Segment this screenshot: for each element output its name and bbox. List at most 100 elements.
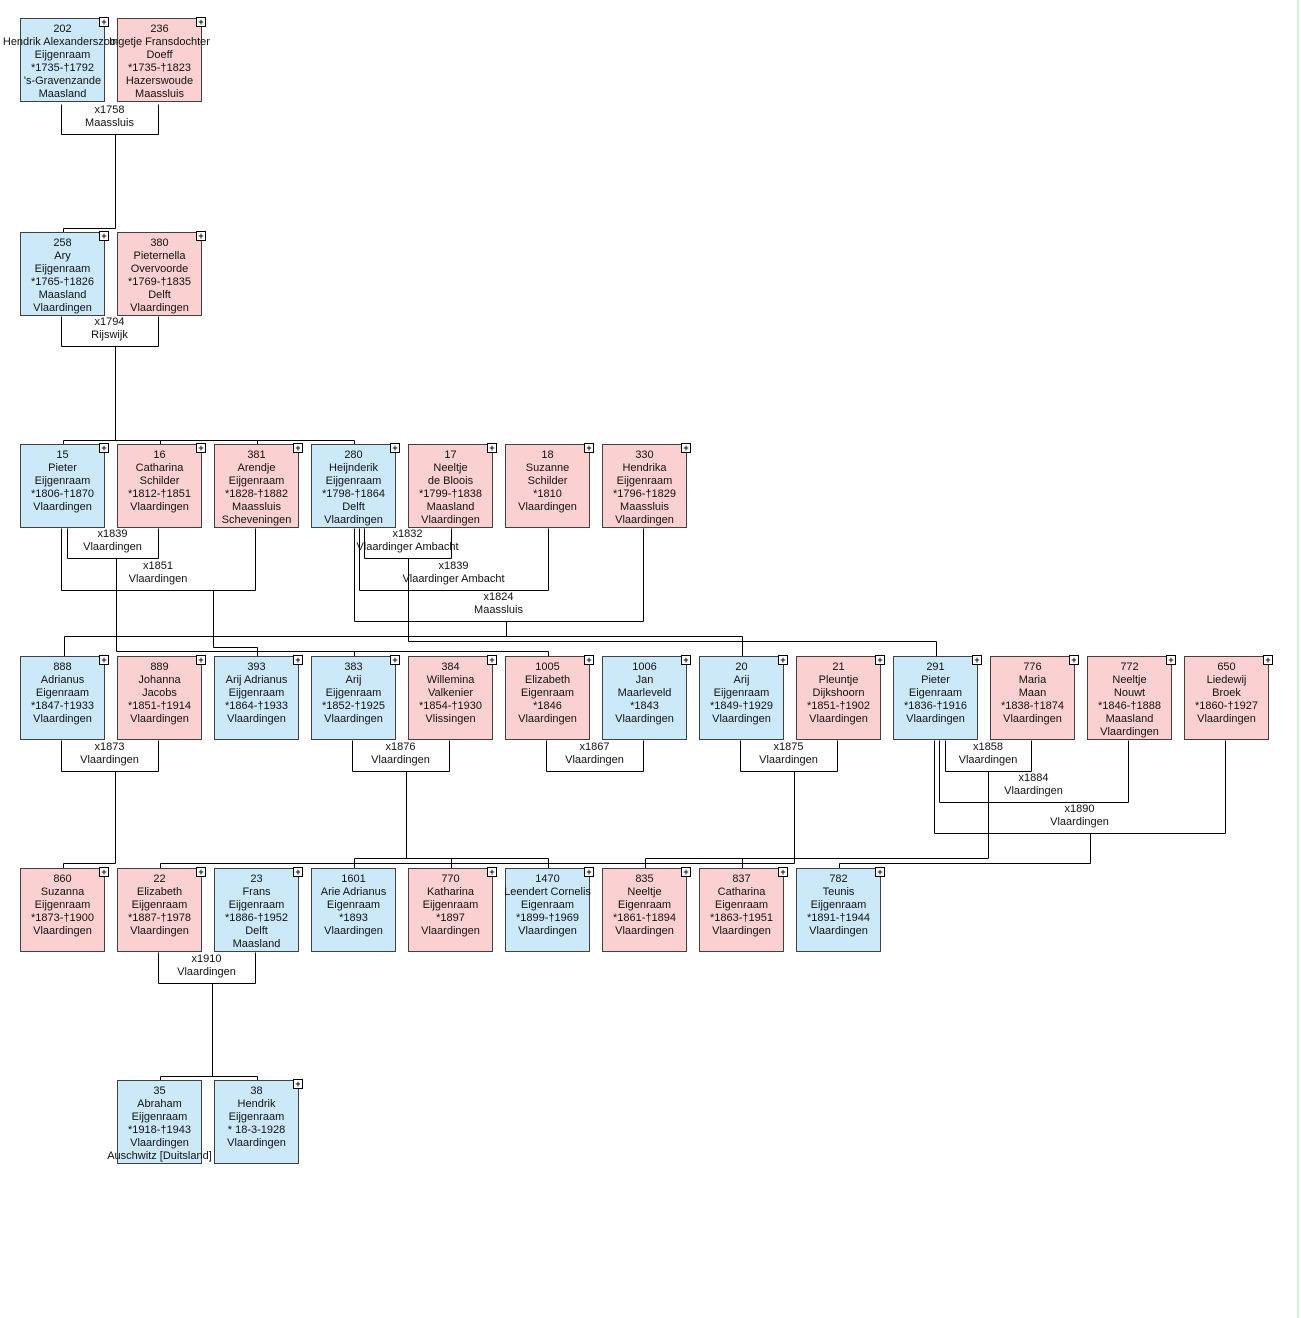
person-detail: Eijgenraam (616, 475, 673, 487)
expand-plus-icon[interactable]: + (293, 1079, 303, 1089)
expand-plus-icon[interactable]: + (1263, 655, 1273, 665)
person-id: 770 (441, 873, 460, 885)
expand-plus-icon[interactable]: + (681, 867, 691, 877)
person-detail: Broek (1212, 687, 1241, 699)
person-detail: *1849-†1929 (709, 700, 773, 712)
expand-plus-icon[interactable]: + (584, 655, 594, 665)
person-id: 35 (153, 1085, 166, 1097)
expand-plus-icon[interactable]: + (972, 655, 982, 665)
person-id: 860 (53, 873, 72, 885)
expand-plus-icon[interactable]: + (196, 17, 206, 27)
expand-plus-icon[interactable]: + (487, 655, 497, 665)
person-detail: *1873-†1900 (30, 912, 94, 924)
marriage-place: Vlaardingen (177, 966, 236, 978)
expand-plus-icon[interactable]: + (196, 231, 206, 241)
person-given-name: Elizabeth (136, 886, 183, 898)
expand-plus-icon[interactable]: + (99, 443, 109, 453)
person-detail: Vlaardingen (33, 501, 92, 513)
marriage-year: x1858 (973, 741, 1003, 753)
person-detail: *1796-†1829 (612, 488, 676, 500)
expand-plus-icon[interactable]: + (390, 443, 400, 453)
person-detail: *1838-†1874 (1000, 700, 1064, 712)
person-detail: *1769-†1835 (127, 276, 191, 288)
person-detail: Maasland (38, 289, 87, 301)
expand-plus-icon[interactable]: + (99, 867, 109, 877)
person-detail: *1846 (533, 700, 562, 712)
person-detail: Vlaardingen (712, 925, 771, 937)
person-id: 202 (53, 23, 72, 35)
person-detail: Doeff (146, 49, 173, 61)
expand-plus-icon[interactable]: + (196, 867, 206, 877)
person-given-name: Ary (54, 250, 71, 262)
expand-plus-icon[interactable]: + (196, 443, 206, 453)
expand-plus-icon[interactable]: + (778, 867, 788, 877)
right-edge-border (1297, 0, 1299, 1318)
expand-plus-icon[interactable]: + (293, 867, 303, 877)
expand-plus-icon[interactable]: + (99, 17, 109, 27)
person-id: 236 (150, 23, 169, 35)
person-detail: *1918-†1943 (127, 1124, 191, 1136)
expand-plus-icon[interactable]: + (875, 867, 885, 877)
expand-plus-icon[interactable]: + (681, 443, 691, 453)
person-detail: Vlaardingen (615, 925, 674, 937)
person-detail: Eigenraam (908, 687, 963, 699)
person-id: 888 (53, 661, 72, 673)
expand-plus-icon[interactable]: + (293, 655, 303, 665)
expand-plus-icon[interactable]: + (99, 655, 109, 665)
person-detail: Vlaardingen (33, 925, 92, 937)
person-detail: *1847-†1933 (30, 700, 94, 712)
expand-plus-icon[interactable]: + (487, 443, 497, 453)
expand-plus-icon[interactable]: + (681, 655, 691, 665)
expand-plus-icon[interactable]: + (1166, 655, 1176, 665)
expand-plus-icon[interactable]: + (1069, 655, 1079, 665)
person-detail: Eijgenraam (228, 1111, 285, 1123)
expand-plus-icon[interactable]: + (390, 655, 400, 665)
expand-plus-icon[interactable]: + (487, 867, 497, 877)
person-detail: Eijgenraam (713, 687, 770, 699)
expand-plus-icon[interactable]: + (584, 443, 594, 453)
person-id: 38 (250, 1085, 263, 1097)
expand-plus-icon[interactable]: + (875, 655, 885, 665)
expand-plus-icon[interactable]: + (293, 443, 303, 453)
expand-plus-icon[interactable]: + (584, 867, 594, 877)
expand-plus-icon[interactable]: + (99, 231, 109, 241)
expand-plus-icon[interactable]: + (778, 655, 788, 665)
expand-plus-icon[interactable]: + (196, 655, 206, 665)
